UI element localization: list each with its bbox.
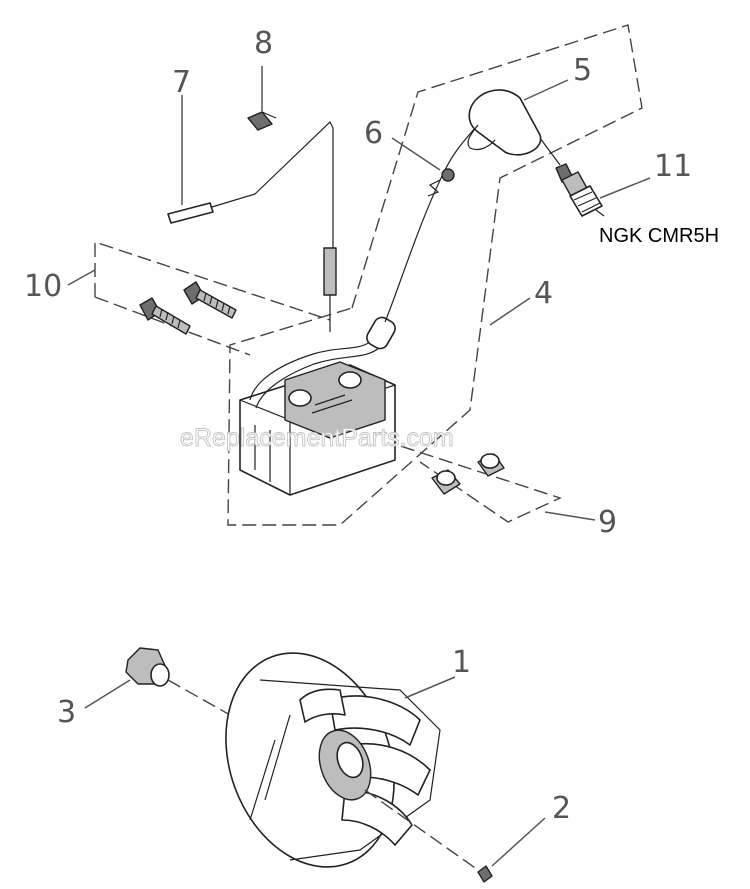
callout-6: 6: [364, 116, 383, 151]
spark-plug-label: NGK CMR5H: [599, 225, 719, 247]
callout-5: 5: [573, 53, 592, 88]
callout-10: 10: [24, 269, 62, 304]
callout-leaders: [67, 66, 651, 867]
flywheel: [225, 652, 479, 871]
callout-3: 3: [57, 695, 76, 730]
wire-clip: [247, 111, 277, 131]
flywheel-nut: [125, 647, 311, 761]
spacer-left: [431, 469, 461, 495]
stop-wire: [167, 121, 337, 332]
group-outline-4: [227, 24, 643, 526]
callout-11: 11: [654, 149, 692, 184]
flywheel-key: [477, 865, 493, 883]
watermark: eReplacementParts.com: [180, 424, 454, 452]
callout-8: 8: [254, 26, 273, 61]
mounting-bolt-upper: [183, 281, 237, 319]
callout-2: 2: [552, 791, 571, 826]
spark-plug: [555, 163, 605, 217]
callout-1: 1: [452, 645, 471, 680]
spring: [427, 168, 455, 197]
ignition-lead: [249, 127, 476, 409]
spacer-right: [477, 453, 505, 477]
callout-9: 9: [598, 505, 617, 540]
spark-plug-boot: [467, 89, 561, 166]
callout-7: 7: [172, 65, 191, 100]
mounting-bolt-lower: [139, 297, 191, 335]
callout-4: 4: [534, 276, 553, 311]
group-outline-9: [381, 439, 562, 523]
ignition-coil: [239, 361, 396, 496]
